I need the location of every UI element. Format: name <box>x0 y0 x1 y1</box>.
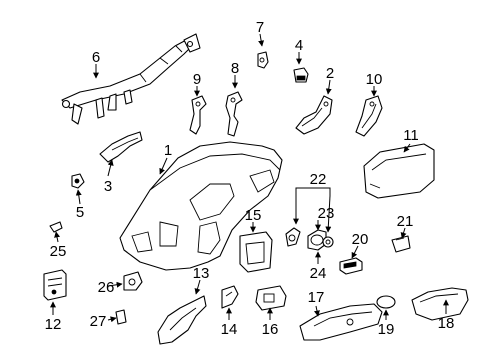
clip-part-4 <box>293 67 309 83</box>
callout-4: 4 <box>295 37 303 54</box>
callout-6: 6 <box>92 49 100 66</box>
callout-23: 23 <box>318 205 335 222</box>
callout-17: 17 <box>308 289 325 306</box>
callout-3: 3 <box>104 178 112 195</box>
bracket-part-10 <box>355 95 383 137</box>
callout-labels: 1 2 3 4 5 6 7 8 9 10 11 12 13 14 15 16 1… <box>45 19 455 338</box>
cross-car-beam-part <box>61 33 201 125</box>
callout-27: 27 <box>90 313 107 330</box>
callout-7: 7 <box>256 19 264 36</box>
switch-part-20 <box>339 257 363 275</box>
duct-part-3 <box>99 131 143 163</box>
bracket-part-16 <box>255 285 287 311</box>
callout-18: 18 <box>438 315 455 332</box>
cluster-trim-part <box>299 303 383 341</box>
callout-1: 1 <box>164 142 172 159</box>
center-bezel-part <box>239 231 273 273</box>
callout-14: 14 <box>221 321 238 338</box>
callout-26: 26 <box>98 279 115 296</box>
knob-part-19 <box>376 295 396 309</box>
bracket-part-2 <box>295 95 333 135</box>
callout-16: 16 <box>262 321 279 338</box>
callout-20: 20 <box>352 231 369 248</box>
bracket-part-9 <box>189 95 207 135</box>
callout-19: 19 <box>378 321 395 338</box>
callout-13: 13 <box>193 265 210 282</box>
leader-lines <box>50 33 449 323</box>
callout-25: 25 <box>50 243 67 260</box>
bracket-part-7 <box>257 51 269 69</box>
callout-21: 21 <box>397 213 414 230</box>
callout-11: 11 <box>403 127 419 144</box>
callout-8: 8 <box>231 60 239 77</box>
callout-5: 5 <box>76 204 84 221</box>
switch-assembly-part <box>285 227 334 251</box>
callout-2: 2 <box>326 65 334 82</box>
plug-part-27 <box>115 309 127 325</box>
clip-part-5 <box>71 173 85 189</box>
callout-24: 24 <box>310 265 327 282</box>
cluster-hood-part <box>411 287 469 321</box>
connector-part-26 <box>123 271 143 291</box>
callout-10: 10 <box>366 71 383 88</box>
clip-part-25 <box>49 221 63 233</box>
vent-part-12 <box>43 269 67 301</box>
bracket-part-8 <box>225 91 243 137</box>
callout-12: 12 <box>45 316 62 333</box>
trim-part-14 <box>221 285 239 309</box>
column-cover-part <box>157 295 207 345</box>
callout-15: 15 <box>245 207 262 224</box>
callout-22: 22 <box>310 171 327 188</box>
switch-part-21 <box>391 235 411 253</box>
instrument-panel-part <box>119 141 283 271</box>
callout-9: 9 <box>193 71 201 88</box>
glove-box-part <box>363 143 435 199</box>
